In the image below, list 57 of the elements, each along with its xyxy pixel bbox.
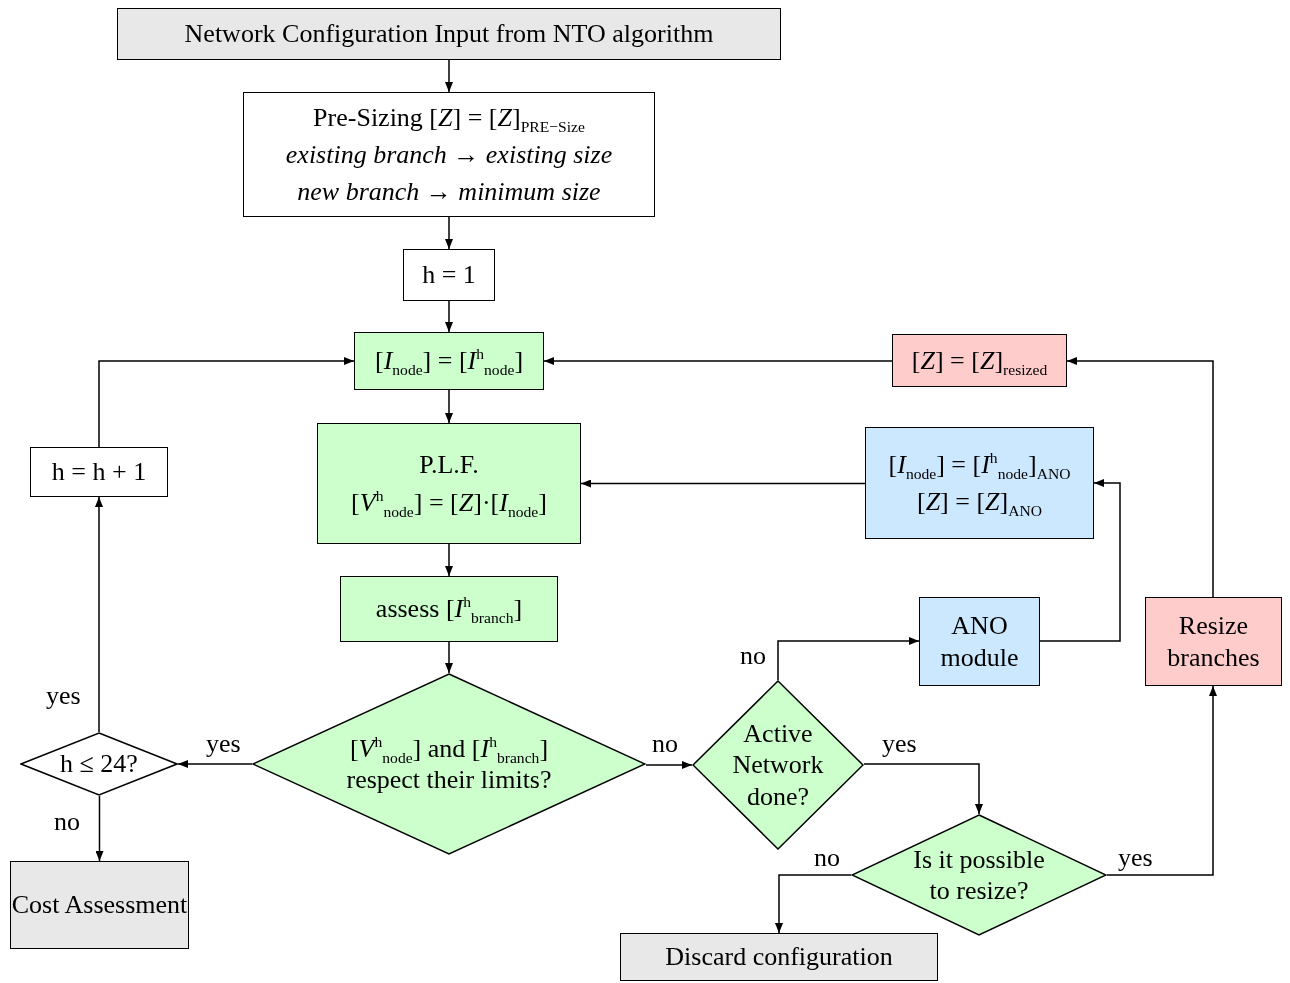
decision-diamond [20,732,178,796]
arrow [1106,685,1217,876]
arrow [445,300,453,333]
box-heading: Pre-Sizing [Z] = [Z]$_{PRE−Size}$ [313,101,585,133]
box-label: Resize branches [1166,610,1261,673]
box-label: Discard configuration [665,941,893,973]
decision-diamond [692,680,864,850]
box-heading: [I$_{node}$] = [I$^{h}$$_{node}$]$_{ANO}$ [888,448,1071,480]
process-box [354,332,544,390]
arrow [445,59,453,93]
box-label: assess [I$^{h}$$_{branch}$] [375,593,523,625]
process-box [317,423,581,544]
box-label: Network Configuration Input from NTO algorithm [184,18,714,50]
process-box [1145,597,1282,686]
box-label: [V$^{h}$$_{node}$] = [Z]·[I$_{node}$] [351,486,547,518]
box-label: Is it possible to resize? [912,843,1046,907]
decision-diamond [252,673,646,855]
box-label: h ≤ 24? [59,748,139,780]
box-label: new branch → minimum size [297,176,601,208]
terminal-box [620,933,938,981]
box-label: [V$^{h}$$_{node}$] and [I$^{h}$$_{branch}$] respect their limits? [345,732,553,796]
arrow [777,637,920,681]
box-label: existing branch → existing size [285,138,613,171]
arrow [445,641,453,674]
input-box [117,8,781,60]
decision-diamond [851,814,1107,936]
arrow [98,357,355,448]
box-label: Cost Assessment [11,889,188,921]
arrow [645,761,693,769]
box-label: ANO module [939,610,1020,673]
box-label: h = h + 1 [51,456,147,488]
box-label: [Z] = [Z]$_{resized}$ [911,344,1048,377]
arrow [177,760,253,768]
arrow [543,357,893,365]
box-label: [I$_{node}$] = [I$^{h}$$_{node}$] [374,345,524,377]
arrow [1039,479,1121,642]
arrow [445,216,453,250]
process-box [30,447,168,497]
box-label: [Z] = [Z]$_{ANO}$ [916,486,1043,518]
box-heading: P.L.F. [419,449,479,481]
process-box [892,334,1067,387]
process-box [403,249,495,301]
arrow [775,874,852,934]
arrow [445,543,453,577]
arrow [1066,357,1214,598]
process-box [919,597,1040,686]
arrow [863,763,983,815]
arrow [445,389,453,424]
terminal-box [10,861,189,949]
process-box [865,427,1094,539]
arrow [95,795,104,862]
arrow [580,479,866,488]
process-box [243,92,655,217]
arrow [95,496,103,733]
process-box [340,576,558,642]
box-label: h = 1 [422,259,476,291]
box-label: Active Network done? [731,718,825,812]
